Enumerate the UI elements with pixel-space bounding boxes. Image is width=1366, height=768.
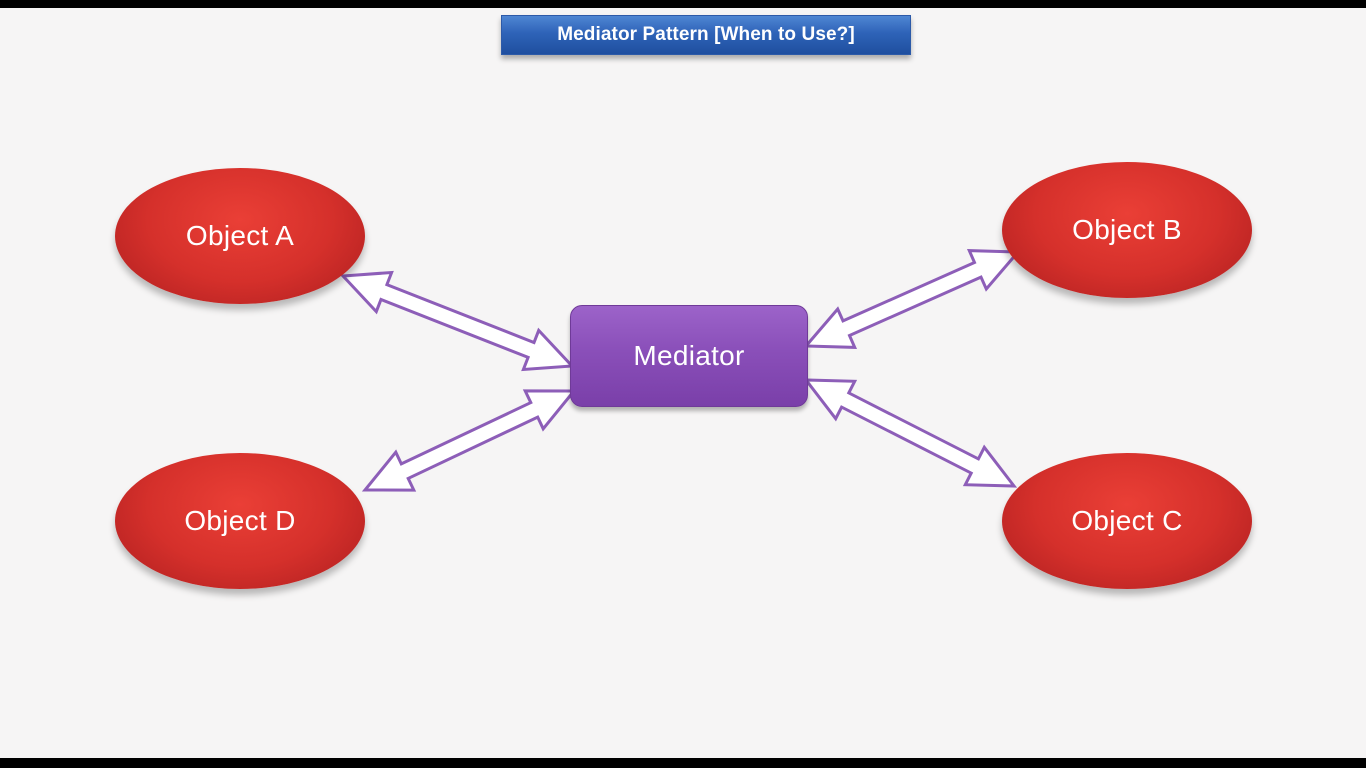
arrow-object-b-mediator [802,249,1022,349]
object-c-node: Object C [1002,453,1252,589]
slide-canvas: Mediator Pattern [When to Use?] Object A… [0,8,1366,758]
object-d-label: Object D [184,505,296,536]
arrow-object-a-mediator [339,270,576,372]
mediator-label: Mediator [633,340,745,371]
object-a-node: Object A [115,168,365,304]
object-b-label: Object B [1072,214,1182,245]
object-a-label: Object A [185,220,295,251]
object-c-label: Object C [1071,505,1183,536]
slide-title: Mediator Pattern [When to Use?] [501,15,911,55]
object-b-node: Object B [1002,162,1252,298]
object-d-node: Object D [115,453,365,589]
arrow-object-c-mediator [802,378,1018,488]
mediator-node: Mediator [570,305,808,407]
arrow-object-d-mediator [361,389,578,492]
